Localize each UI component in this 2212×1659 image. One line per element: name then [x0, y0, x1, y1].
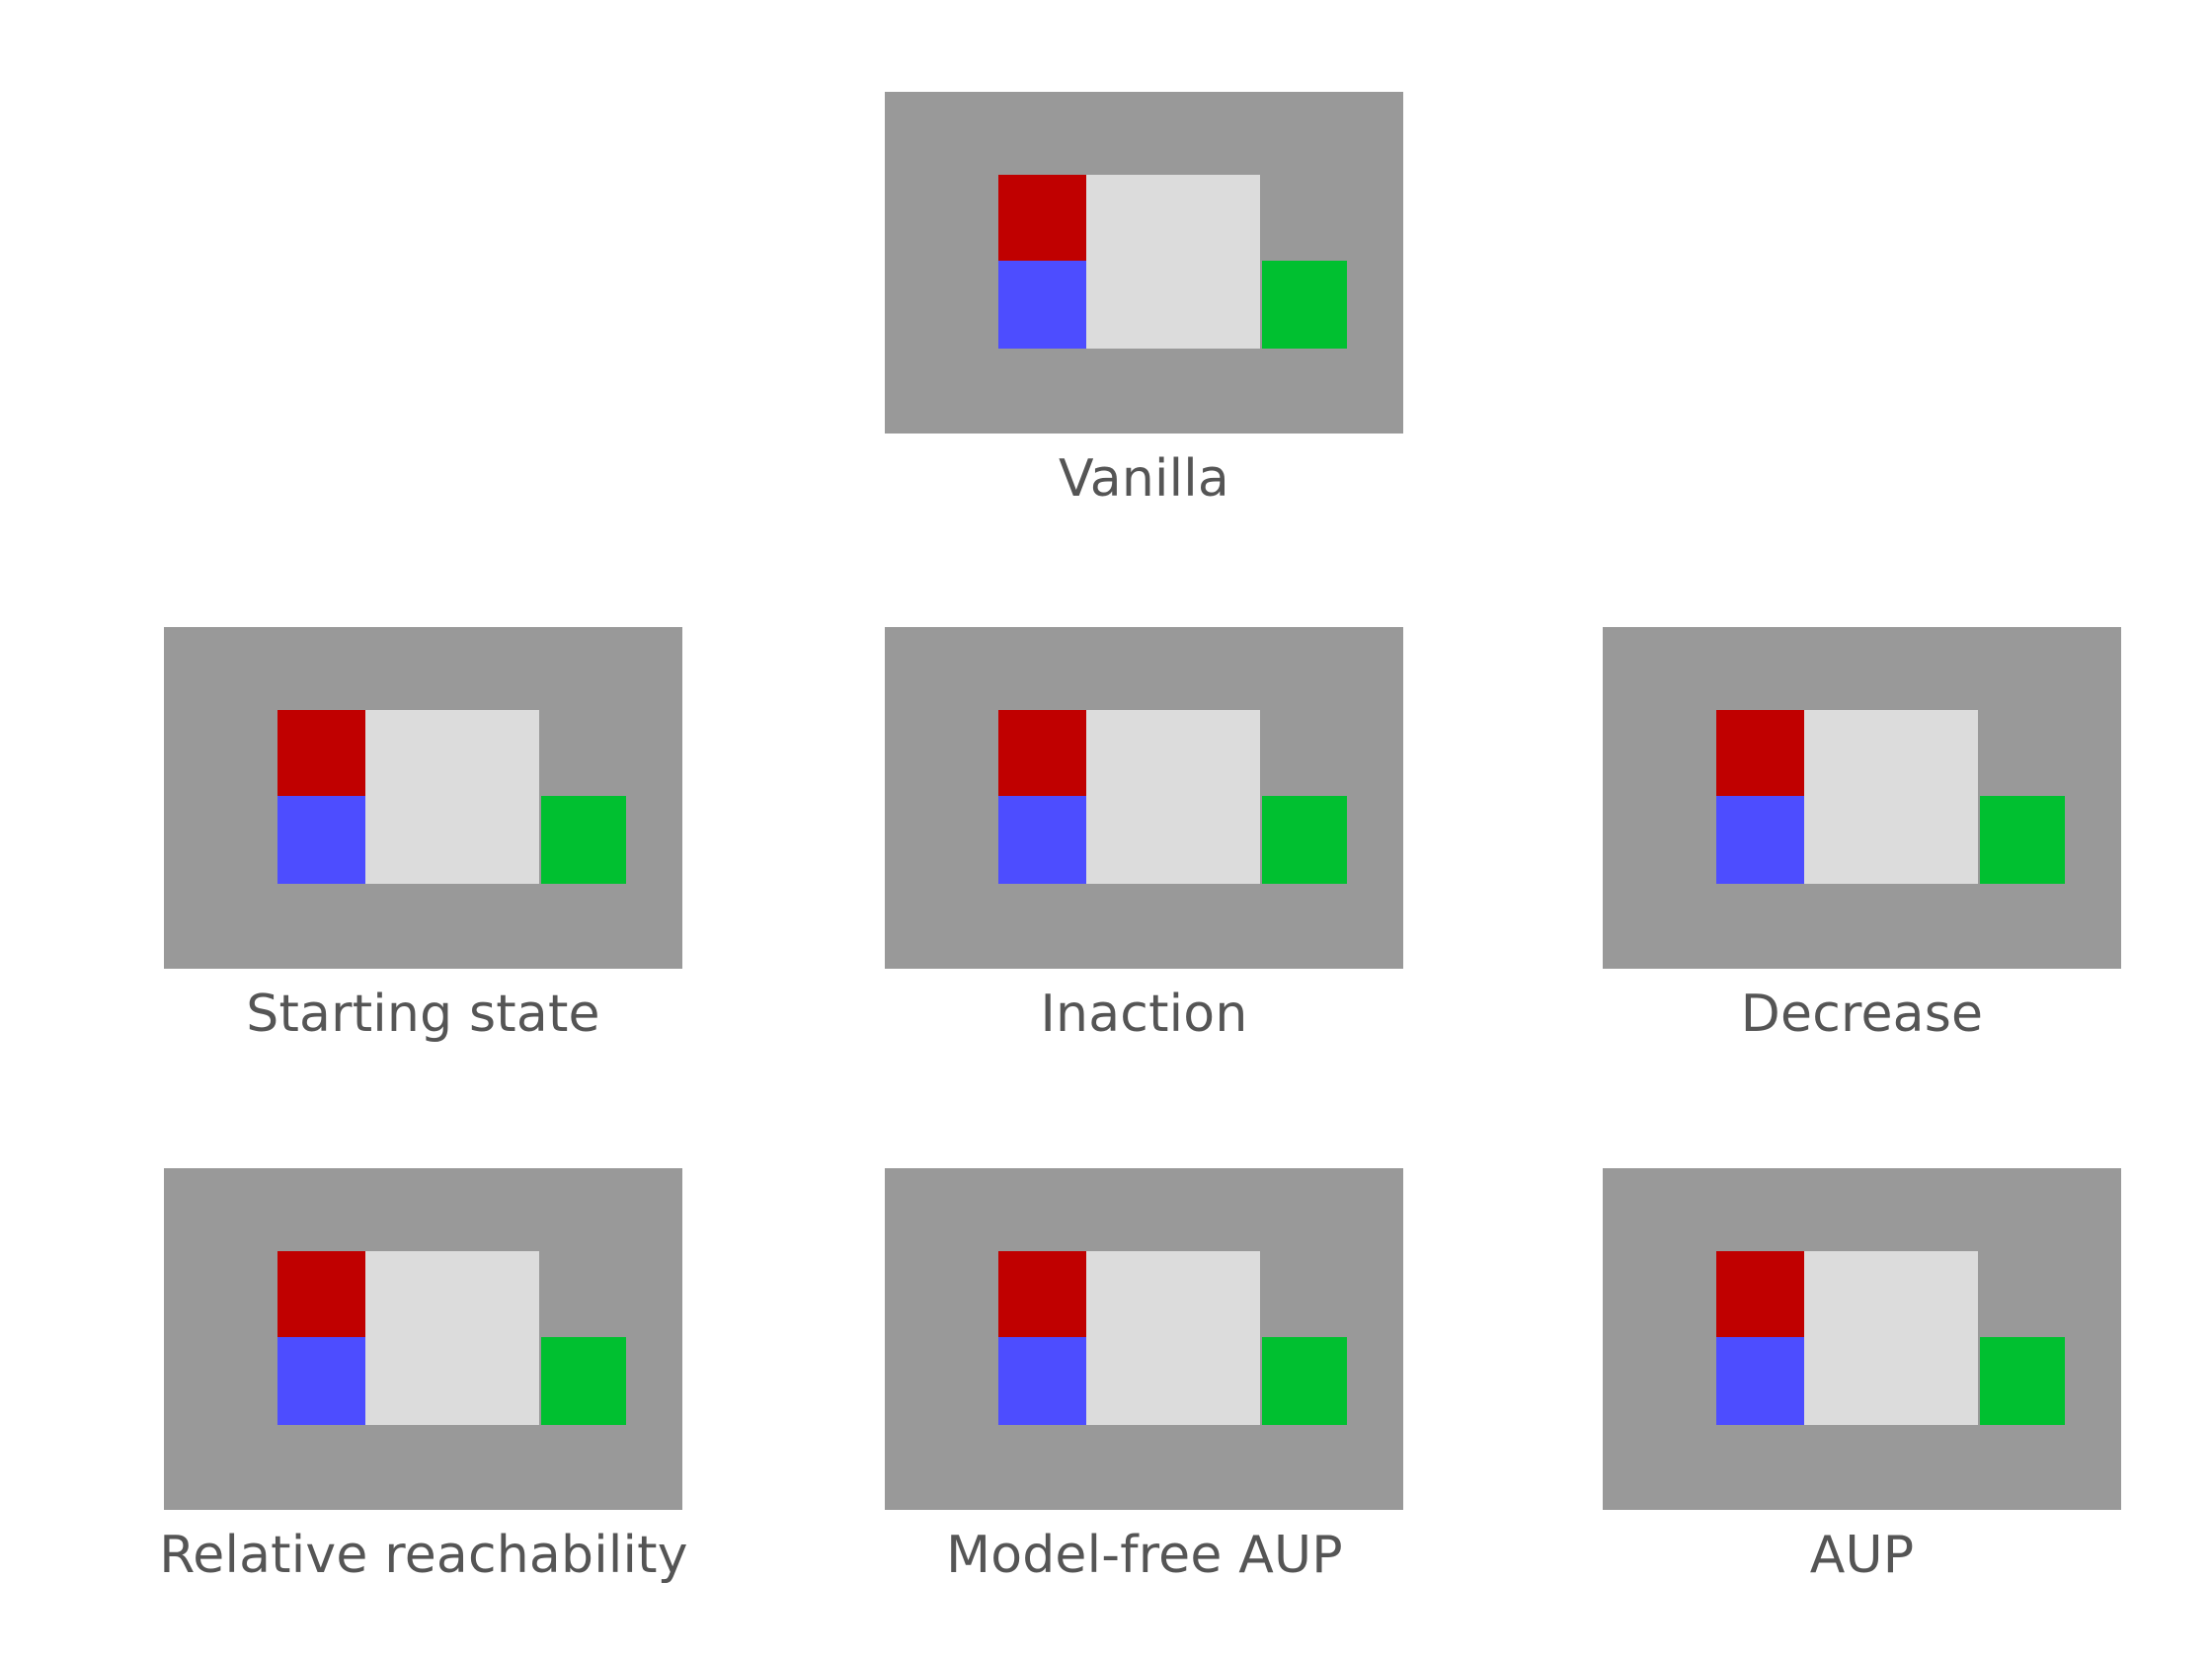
- red-tile: [277, 710, 365, 796]
- box-tile: [1086, 710, 1260, 884]
- blue-tile: [998, 1337, 1086, 1425]
- panel-label-aup: AUP: [1809, 1526, 1915, 1585]
- gridworld-inaction: [885, 627, 1403, 969]
- box-tile: [365, 710, 539, 884]
- gridworld-decrease: [1603, 627, 2121, 969]
- box-tile: [1804, 1251, 1978, 1425]
- red-tile: [998, 1251, 1086, 1337]
- panel-relative-reachability: Relative reachability: [159, 1168, 688, 1583]
- box-tile: [365, 1251, 539, 1425]
- panel-aup: AUP: [1603, 1168, 2121, 1583]
- green-tile: [1262, 261, 1347, 349]
- box-tile: [1086, 1251, 1260, 1425]
- red-tile: [277, 1251, 365, 1337]
- panel-decrease: Decrease: [1603, 627, 2121, 1042]
- green-tile: [1262, 1337, 1347, 1425]
- panel-vanilla: Vanilla: [885, 92, 1403, 507]
- gridworld-model-free-aup: [885, 1168, 1403, 1510]
- panel-label-starting-state: Starting state: [246, 985, 600, 1044]
- green-tile: [1262, 796, 1347, 884]
- gridworld-vanilla: [885, 92, 1403, 434]
- panel-label-decrease: Decrease: [1740, 985, 1984, 1044]
- blue-tile: [277, 1337, 365, 1425]
- panel-model-free-aup: Model-free AUP: [885, 1168, 1403, 1583]
- gridworld-aup: [1603, 1168, 2121, 1510]
- panel-label-relative-reachability: Relative reachability: [159, 1526, 688, 1585]
- red-tile: [1716, 1251, 1804, 1337]
- blue-tile: [1716, 1337, 1804, 1425]
- panel-inaction: Inaction: [885, 627, 1403, 1042]
- panel-starting-state: Starting state: [164, 627, 682, 1042]
- gridworld-starting-state: [164, 627, 682, 969]
- red-tile: [1716, 710, 1804, 796]
- green-tile: [1980, 1337, 2065, 1425]
- green-tile: [541, 1337, 626, 1425]
- green-tile: [541, 796, 626, 884]
- blue-tile: [277, 796, 365, 884]
- box-tile: [1086, 175, 1260, 349]
- red-tile: [998, 710, 1086, 796]
- blue-tile: [1716, 796, 1804, 884]
- red-tile: [998, 175, 1086, 261]
- gridworld-relative-reachability: [164, 1168, 682, 1510]
- green-tile: [1980, 796, 2065, 884]
- blue-tile: [998, 796, 1086, 884]
- panel-label-model-free-aup: Model-free AUP: [946, 1526, 1343, 1585]
- panel-label-inaction: Inaction: [1040, 985, 1248, 1044]
- blue-tile: [998, 261, 1086, 349]
- box-tile: [1804, 710, 1978, 884]
- panel-label-vanilla: Vanilla: [1059, 449, 1229, 509]
